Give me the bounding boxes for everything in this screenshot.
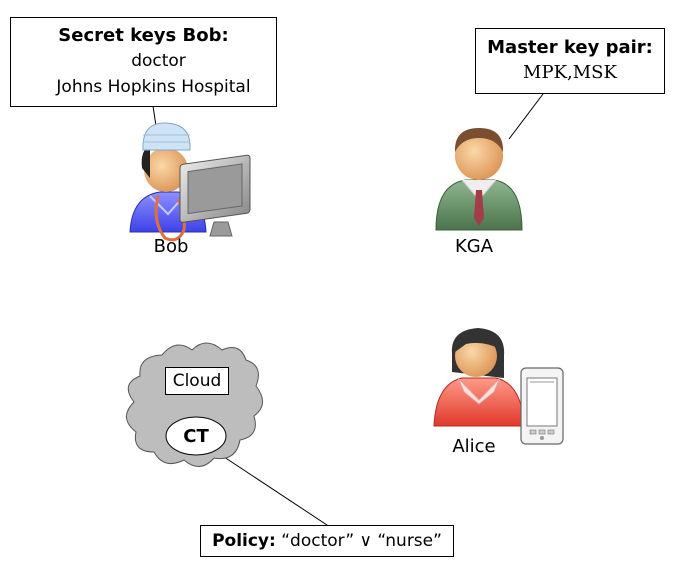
kga-agent-icon — [435, 128, 523, 231]
bob-key-attribute: Johns Hopkins Hospital — [56, 77, 251, 97]
master-key-title: Master key pair: — [487, 37, 653, 58]
alice-name-label: Alice — [452, 436, 496, 457]
master-key-values: MPK,MSK — [523, 62, 617, 83]
bob-name-label: Bob — [153, 236, 189, 257]
policy-box: Policy: “doctor” ∨ “nurse” — [200, 525, 454, 557]
smartphone-icon — [520, 367, 564, 445]
kga-keys-connector — [508, 93, 544, 140]
bob-keys-title: Secret keys Bob: — [58, 25, 229, 46]
bob-keys-connector — [152, 105, 157, 127]
cloud-label-box: Cloud — [165, 367, 229, 395]
ciphertext-ellipse — [165, 416, 227, 456]
policy-label: Policy: — [212, 531, 276, 551]
bob-doctor-icon — [129, 122, 251, 242]
ciphertext-label: CT — [183, 426, 209, 447]
ct-policy-connector — [214, 450, 331, 528]
kga-name-label: KGA — [454, 236, 494, 257]
alice-person-icon — [433, 328, 525, 427]
bob-key-attribute: doctor — [131, 51, 186, 71]
kga-master-key-box: Master key pair: MPK,MSK — [475, 28, 665, 94]
policy-expression: “doctor” ∨ “nurse” — [281, 531, 442, 551]
cloud-label: Cloud — [172, 371, 222, 391]
bob-secret-keys-box: Secret keys Bob: doctor Johns Hopkins Ho… — [10, 17, 277, 107]
